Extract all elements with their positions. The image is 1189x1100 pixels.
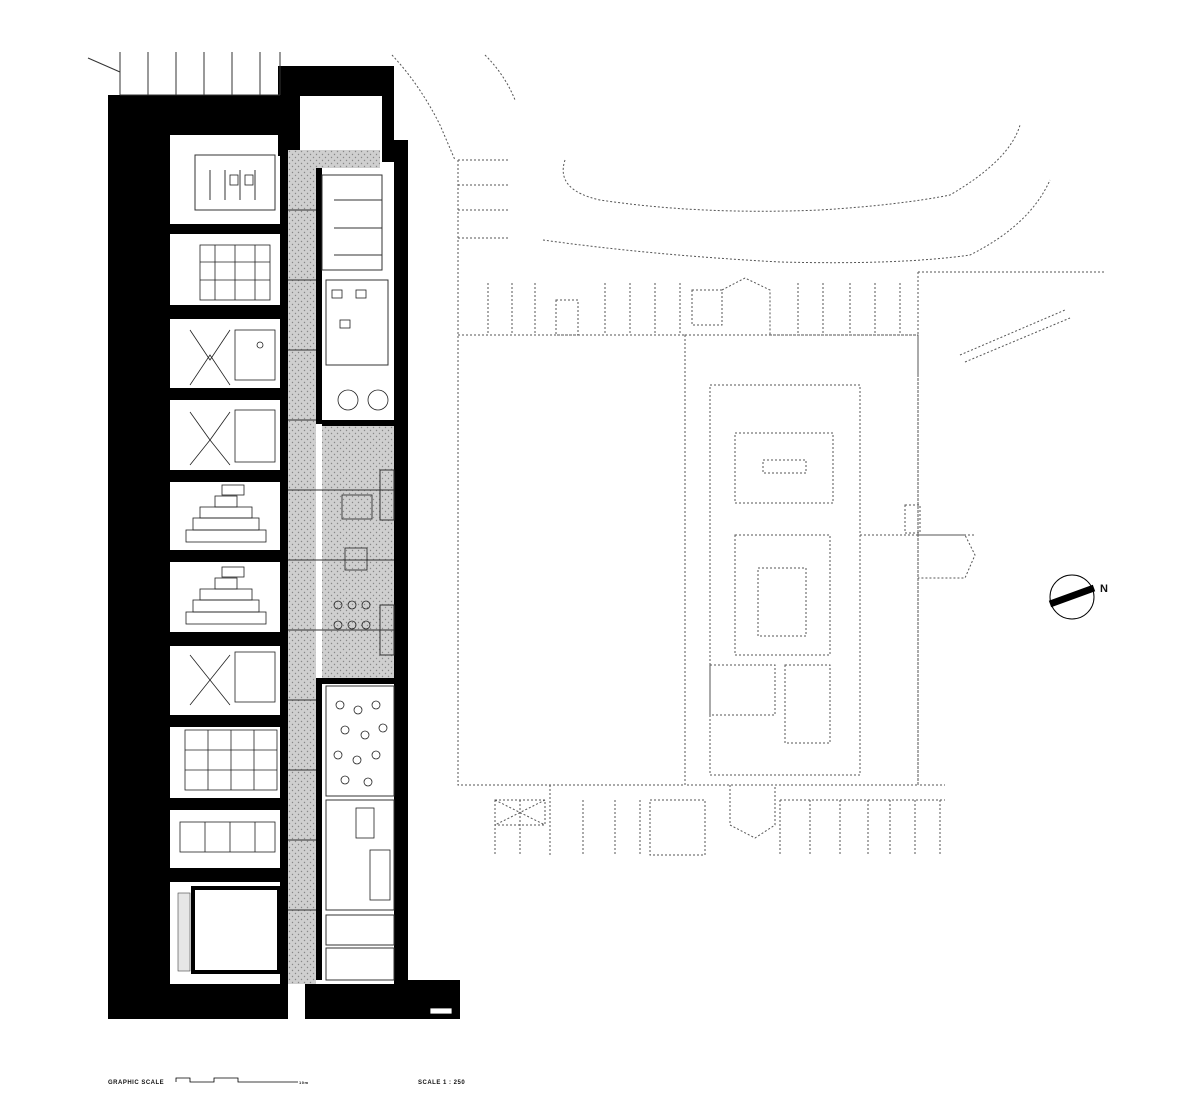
office-room (179, 821, 276, 853)
north-label: N (1100, 583, 1108, 595)
site-outline-left (457, 375, 945, 786)
kitchen-and-service (325, 799, 395, 981)
auditorium-1-steps (185, 484, 267, 543)
graphic-scale-bar-icon (175, 1077, 298, 1083)
site-parking-upper (457, 159, 1105, 420)
building-walls (108, 66, 460, 1019)
meeting-room-2 (189, 409, 276, 466)
meeting-room-1 (189, 329, 276, 386)
parking-stripes-top (87, 52, 281, 96)
graphic-scale-label: GRAPHIC SCALE (108, 1080, 164, 1086)
storage-room (177, 886, 281, 974)
central-corridor (288, 150, 394, 984)
site-main-building (684, 334, 976, 786)
auditorium-2-steps (185, 566, 267, 625)
classroom-desks-1 (199, 244, 271, 301)
classroom-desks-2 (184, 729, 278, 791)
north-arrow-icon: N (1048, 574, 1108, 620)
lounge-area (333, 469, 395, 656)
cafeteria-seating (325, 685, 395, 797)
site-roads (391, 54, 1051, 264)
plaque (429, 1007, 453, 1015)
scale-ratio-label: SCALE 1 : 250 (418, 1080, 465, 1086)
restroom-block (194, 154, 276, 211)
graphic-scale-end-label: 10m (299, 1080, 309, 1085)
meeting-room-3 (189, 651, 276, 706)
right-rooms-upper (321, 174, 389, 411)
site-parking-lower (494, 785, 945, 856)
